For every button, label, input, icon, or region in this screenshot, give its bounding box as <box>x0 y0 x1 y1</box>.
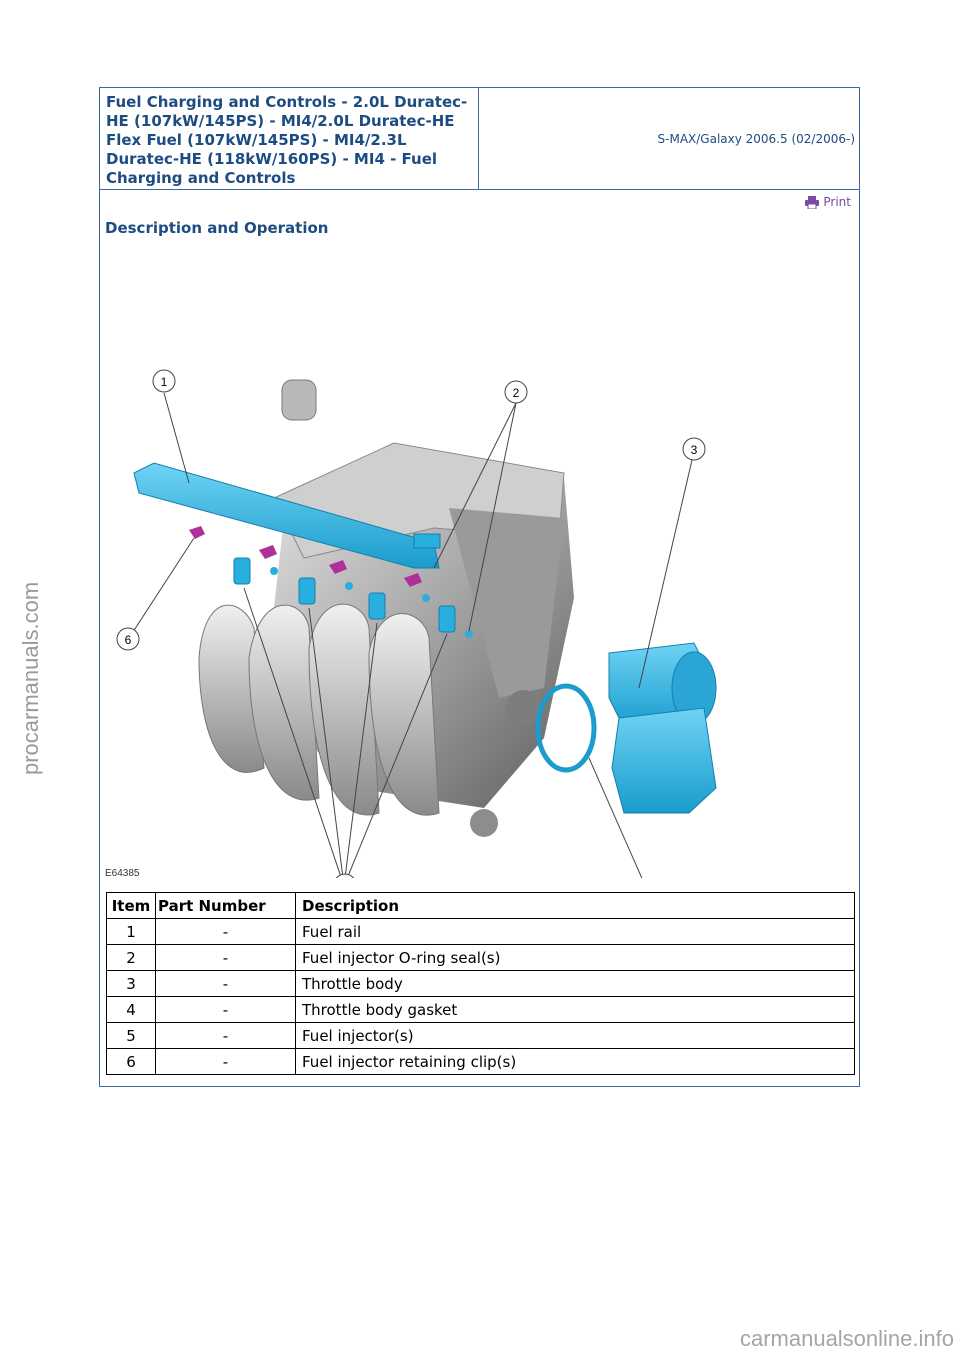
cell-item: 5 <box>106 1022 156 1049</box>
header-item: Item <box>106 892 156 919</box>
callout-6: 6 <box>116 627 140 651</box>
throttle-body <box>535 642 717 814</box>
figure-id: E64385 <box>105 868 140 879</box>
leader-lines <box>128 392 693 878</box>
cell-item: 2 <box>106 944 156 971</box>
table-row: 2 - Fuel injector O-ring seal(s) <box>106 944 855 971</box>
table-row: 1 - Fuel rail <box>106 918 855 945</box>
vehicle-model: S-MAX/Galaxy 2006.5 (02/2006-) <box>657 131 855 146</box>
table-row: 6 - Fuel injector retaining clip(s) <box>106 1048 855 1075</box>
header-row: Fuel Charging and Controls - 2.0L Durate… <box>100 88 859 190</box>
parts-table: Item Part Number Description 1 - Fuel ra… <box>106 892 855 1075</box>
page-title: Fuel Charging and Controls - 2.0L Durate… <box>100 88 479 189</box>
svg-text:3: 3 <box>691 443 698 457</box>
cell-part: - <box>155 970 296 997</box>
callout-5: 5 <box>335 873 355 878</box>
printer-icon <box>805 195 820 209</box>
injector-clips <box>189 526 422 587</box>
cell-part: - <box>155 1022 296 1049</box>
fuel-rail <box>133 462 441 569</box>
print-label: Print <box>823 195 851 209</box>
fuel-injectors <box>233 557 473 638</box>
cell-part: - <box>155 918 296 945</box>
cell-item: 3 <box>106 970 156 997</box>
print-link[interactable]: Print <box>805 195 851 209</box>
cell-part: - <box>155 996 296 1023</box>
callout-1: 1 <box>152 369 176 393</box>
table-row: 3 - Throttle body <box>106 970 855 997</box>
section-title: Description and Operation <box>105 219 329 237</box>
callout-2: 2 <box>504 380 528 404</box>
cell-description: Fuel rail <box>295 918 855 945</box>
intake-manifold <box>198 603 440 816</box>
cell-description: Fuel injector(s) <box>295 1022 855 1049</box>
svg-text:1: 1 <box>161 375 168 389</box>
header-description: Description <box>295 892 855 919</box>
cell-item: 4 <box>106 996 156 1023</box>
table-row: 5 - Fuel injector(s) <box>106 1022 855 1049</box>
cell-description: Fuel injector retaining clip(s) <box>295 1048 855 1075</box>
engine-illustration: 1 2 3 4 5 6 <box>116 369 717 878</box>
svg-text:6: 6 <box>125 633 132 647</box>
svg-text:2: 2 <box>513 386 520 400</box>
cell-description: Fuel injector O-ring seal(s) <box>295 944 855 971</box>
document-frame: Fuel Charging and Controls - 2.0L Durate… <box>99 87 860 1087</box>
cell-item: 1 <box>106 918 156 945</box>
table-header-row: Item Part Number Description <box>106 892 855 919</box>
callout-3: 3 <box>682 437 706 461</box>
cell-part: - <box>155 1048 296 1075</box>
cell-item: 6 <box>106 1048 156 1075</box>
header-part-number: Part Number <box>155 892 296 919</box>
table-row: 4 - Throttle body gasket <box>106 996 855 1023</box>
cell-description: Throttle body gasket <box>295 996 855 1023</box>
side-watermark: procarmanuals.com <box>18 581 43 775</box>
cell-part: - <box>155 944 296 971</box>
cell-description: Throttle body <box>295 970 855 997</box>
bottom-watermark: carmanualsonline.info <box>739 1326 954 1351</box>
